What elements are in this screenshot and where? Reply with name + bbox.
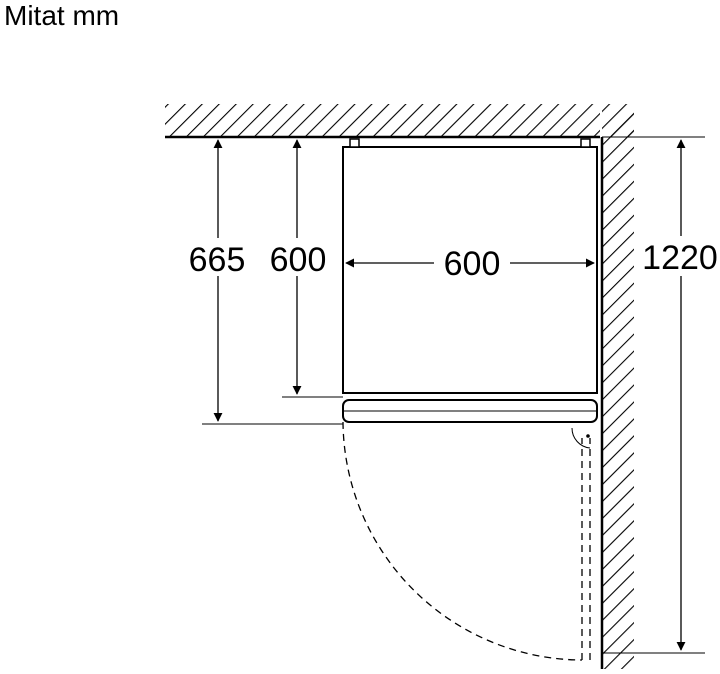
dimension-label-1220: 1220 xyxy=(642,239,718,277)
dimension-door-clearance: 1220 xyxy=(642,139,720,651)
dimension-label-600-width: 600 xyxy=(444,245,501,283)
appliance-door xyxy=(342,399,598,423)
dimension-total-depth: 665 xyxy=(184,139,250,422)
unit-title: Mitat mm xyxy=(4,0,120,31)
wall-right xyxy=(600,104,634,669)
extension-lines xyxy=(202,136,705,654)
dimension-label-665: 665 xyxy=(189,241,246,279)
dimension-body-depth: 600 xyxy=(265,139,331,395)
door-swing xyxy=(342,421,591,661)
wall-top xyxy=(165,104,634,139)
dimension-label-600-depth: 600 xyxy=(270,241,327,279)
dimension-width: 600 xyxy=(345,242,595,283)
